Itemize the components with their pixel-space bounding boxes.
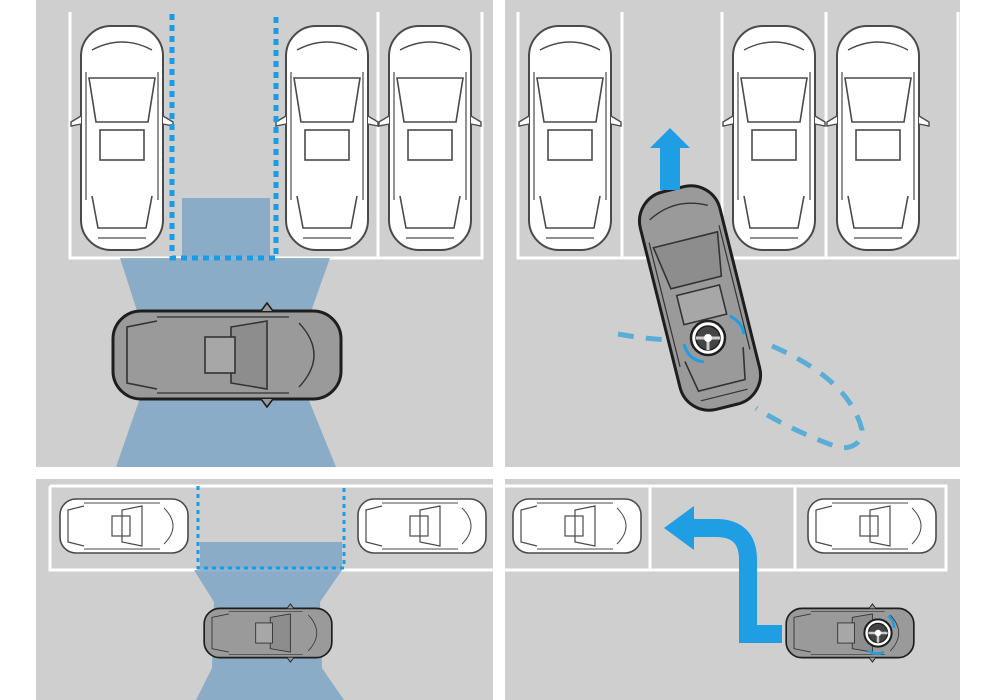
- scene-parallel-detect: [48, 484, 496, 700]
- parked-car: [275, 25, 379, 251]
- parked-car: [70, 25, 174, 251]
- rotation-arrows: [867, 614, 896, 655]
- scene-parallel-maneuver: [505, 484, 948, 663]
- parked-car: [512, 498, 642, 554]
- arrow-icon: [664, 506, 694, 550]
- parking-bay-lines: [516, 12, 960, 260]
- parked-car: [518, 25, 622, 251]
- active-car: [203, 603, 333, 663]
- rotation-arrows: [682, 314, 746, 364]
- parking-bay-lines: [48, 484, 496, 572]
- parked-car: [826, 25, 930, 251]
- active-car: [785, 603, 915, 663]
- parked-car: [357, 498, 487, 554]
- parked-car: [59, 498, 189, 554]
- parked-car: [807, 498, 937, 554]
- direction-arrow: [650, 128, 690, 190]
- guide-lines: [196, 486, 346, 570]
- parked-car: [722, 25, 826, 251]
- active-car: [111, 301, 343, 409]
- parked-car: [378, 25, 482, 251]
- steering-wheel-icon: [689, 319, 727, 357]
- scene-perpendicular-detect: [68, 12, 484, 467]
- guide-lines: [169, 14, 279, 261]
- path-arrow: [690, 519, 782, 643]
- scene-perpendicular-maneuver: [516, 12, 960, 451]
- parking-bay-lines: [505, 484, 948, 572]
- trajectory: [617, 331, 865, 451]
- steering-wheel-icon: [863, 618, 893, 648]
